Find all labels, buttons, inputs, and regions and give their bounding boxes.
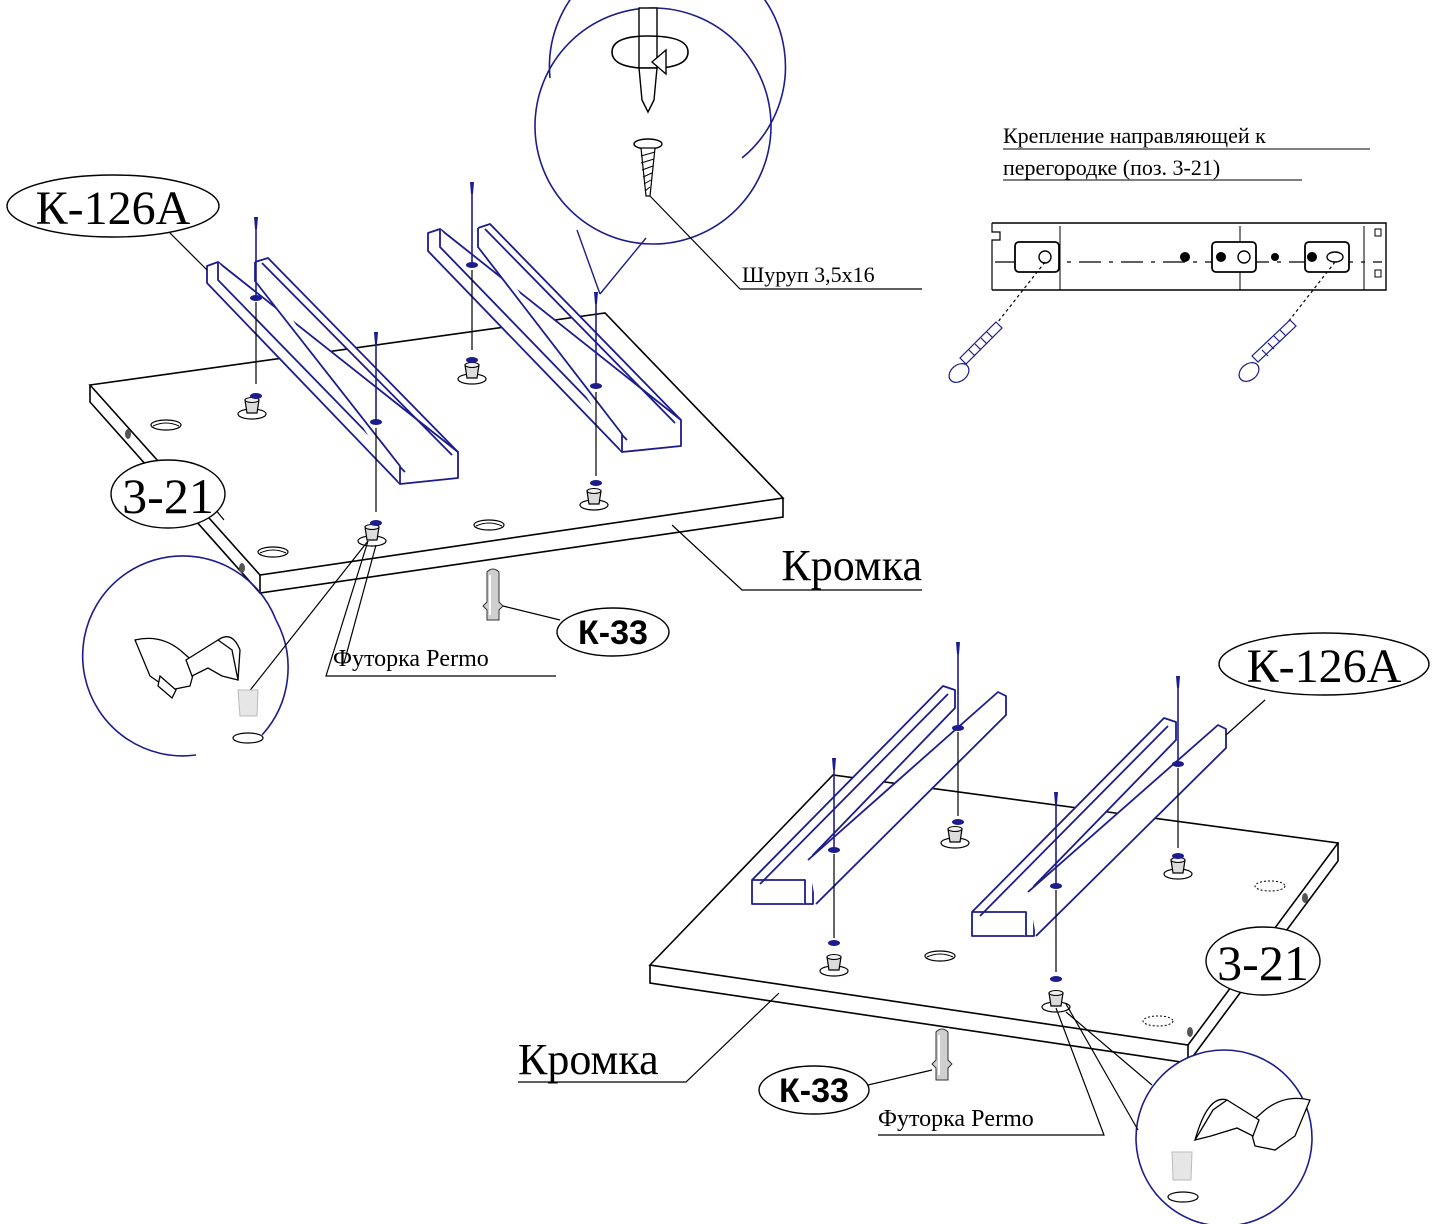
hammer-zoom-callout-bottom xyxy=(1065,1011,1313,1224)
screwdriver-icon xyxy=(611,7,689,114)
connector-k33-bottom-icon xyxy=(867,1028,953,1086)
note-line-1: Крепление направляющей к xyxy=(1003,123,1266,148)
part-label-rail-bottom: К-126А xyxy=(1247,640,1402,693)
screw-right-icon xyxy=(1238,319,1297,382)
screw-label: Шуруп 3,5x16 xyxy=(742,262,875,287)
screw-zoom-callout xyxy=(534,0,922,295)
insert-label-top: Футорка Permo xyxy=(333,646,489,672)
rail-top-right xyxy=(427,223,682,453)
insert-label-bottom: Футорка Permo xyxy=(878,1106,1034,1132)
rail-bottom-left xyxy=(751,685,1007,905)
rail-top-left xyxy=(206,257,459,485)
hammer-hand-icon xyxy=(134,636,241,700)
screw-left-icon xyxy=(948,321,1003,383)
part-label-rail-top: К-126А xyxy=(36,182,191,235)
edge-label-top: Кромка xyxy=(781,541,922,590)
screw-icon xyxy=(633,138,663,197)
rail-bottom-right xyxy=(971,717,1227,937)
screws-top xyxy=(250,182,602,526)
hammer-zoom-callout-top xyxy=(81,540,369,757)
panel-label-top: 3-21 xyxy=(122,468,214,524)
note-line-2: перегородке (поз. 3-21) xyxy=(1003,155,1220,180)
hammer-hand-icon-2 xyxy=(1193,1097,1311,1151)
rail-fixing-detail xyxy=(948,148,1387,383)
screws-bottom xyxy=(828,642,1184,982)
connector-label-bottom: К-33 xyxy=(779,1072,849,1110)
connector-k33-top-icon xyxy=(482,568,561,621)
panel-label-bottom: 3-21 xyxy=(1217,935,1309,991)
connector-label-top: К-33 xyxy=(578,614,648,652)
edge-label-bottom: Кромка xyxy=(518,1035,659,1084)
